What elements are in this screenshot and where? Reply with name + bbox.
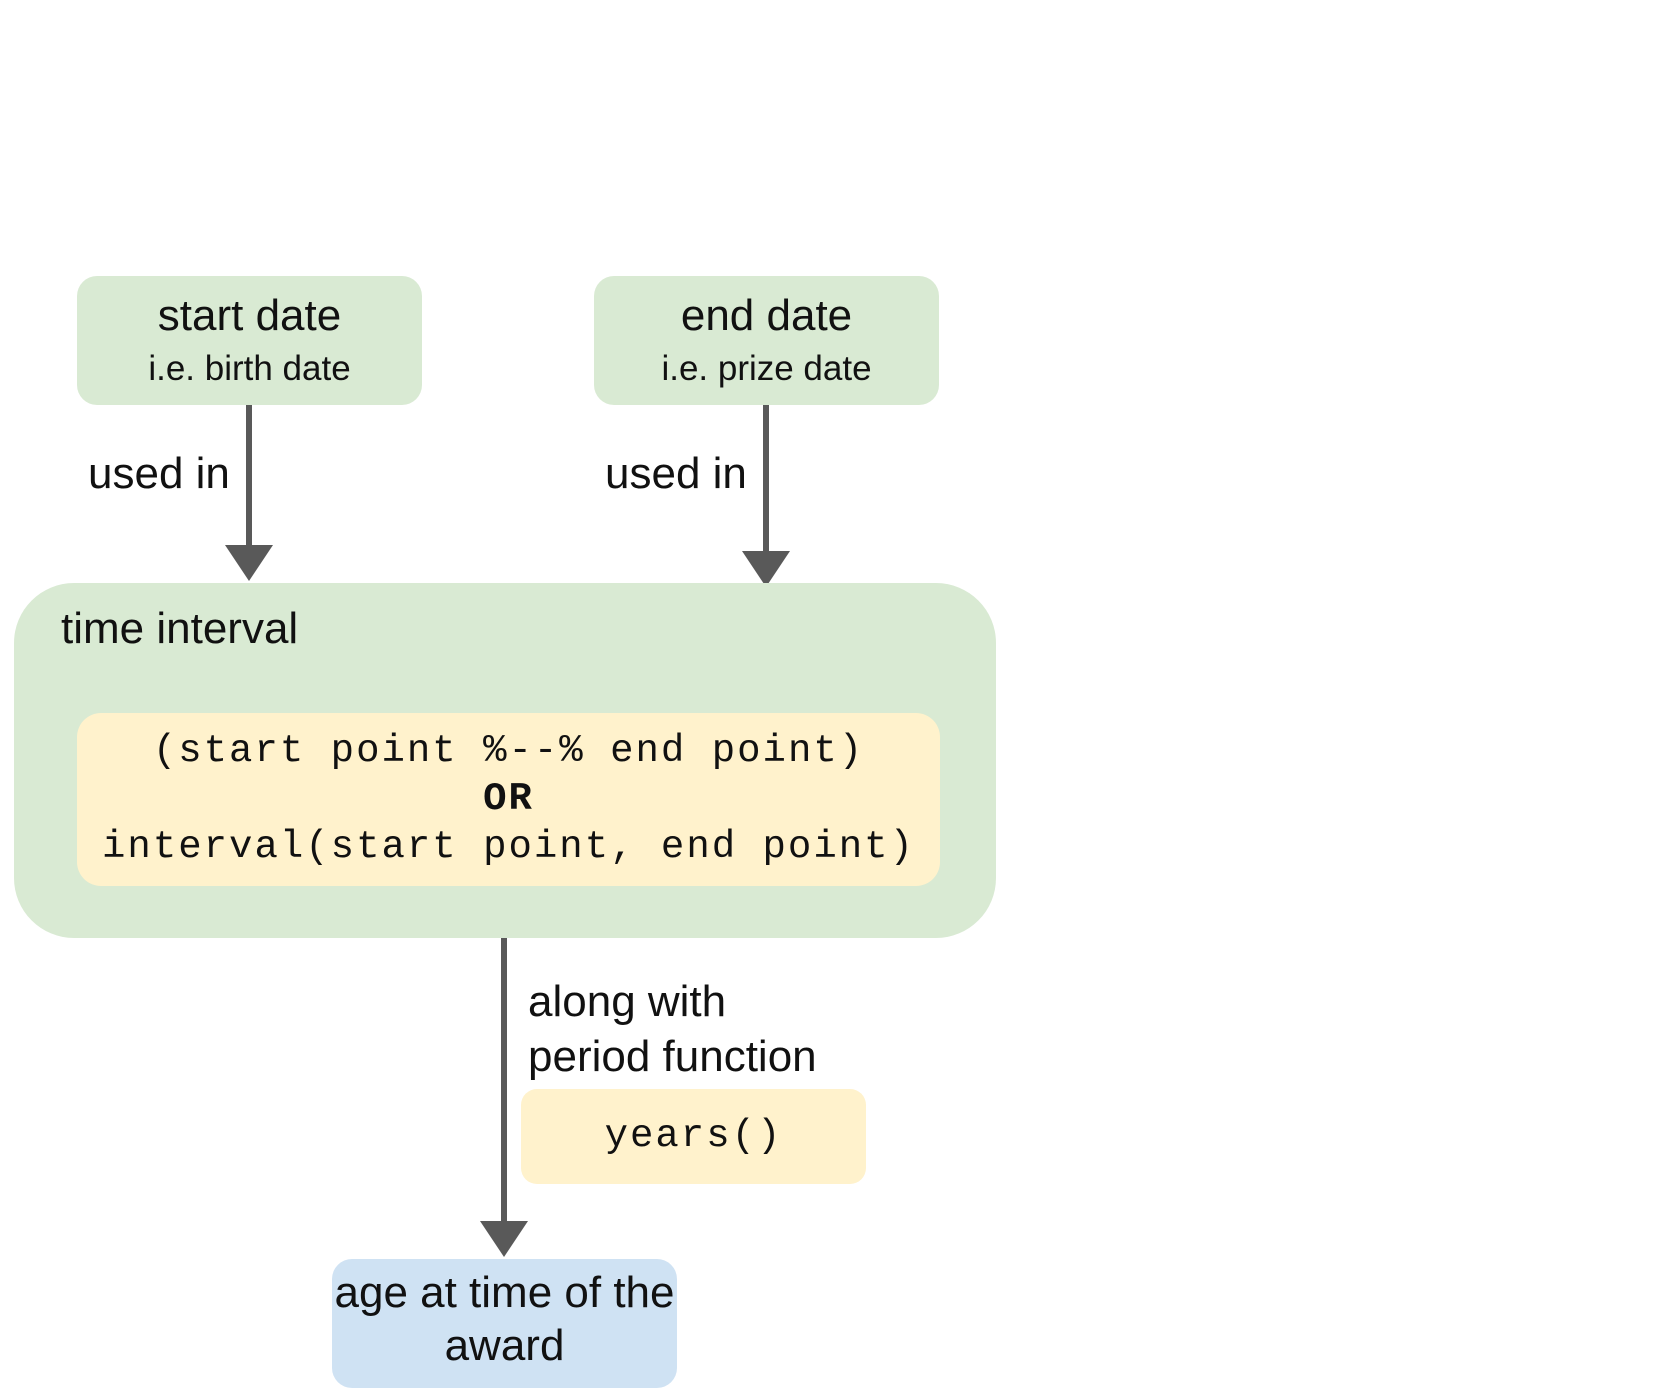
time-interval-node: time interval (start point %--% end poin… <box>14 583 996 938</box>
edge-label-along-with-period: along with period function <box>528 977 817 1081</box>
time-interval-label: time interval <box>61 604 299 653</box>
interval-code-box: (start point %--% end point) OR interval… <box>77 713 940 886</box>
interval-code-operator: (start point %--% end point) <box>152 729 865 773</box>
end-date-title: end date <box>680 291 853 340</box>
end-date-subtitle: i.e. prize date <box>661 349 872 388</box>
end-date-node: end date i.e. prize date <box>594 276 939 405</box>
edge-label-start-used-in: used in <box>88 449 230 498</box>
start-date-node: start date i.e. birth date <box>77 276 422 405</box>
edge-label-end-used-in: used in <box>605 449 747 498</box>
interval-code-or: OR <box>483 777 534 821</box>
interval-code-function: interval(start point, end point) <box>102 825 915 869</box>
start-date-title: start date <box>157 291 342 340</box>
start-date-subtitle: i.e. birth date <box>148 349 351 388</box>
period-function-node: years() <box>521 1089 866 1184</box>
age-at-award-node: age at time of the award <box>332 1259 677 1388</box>
